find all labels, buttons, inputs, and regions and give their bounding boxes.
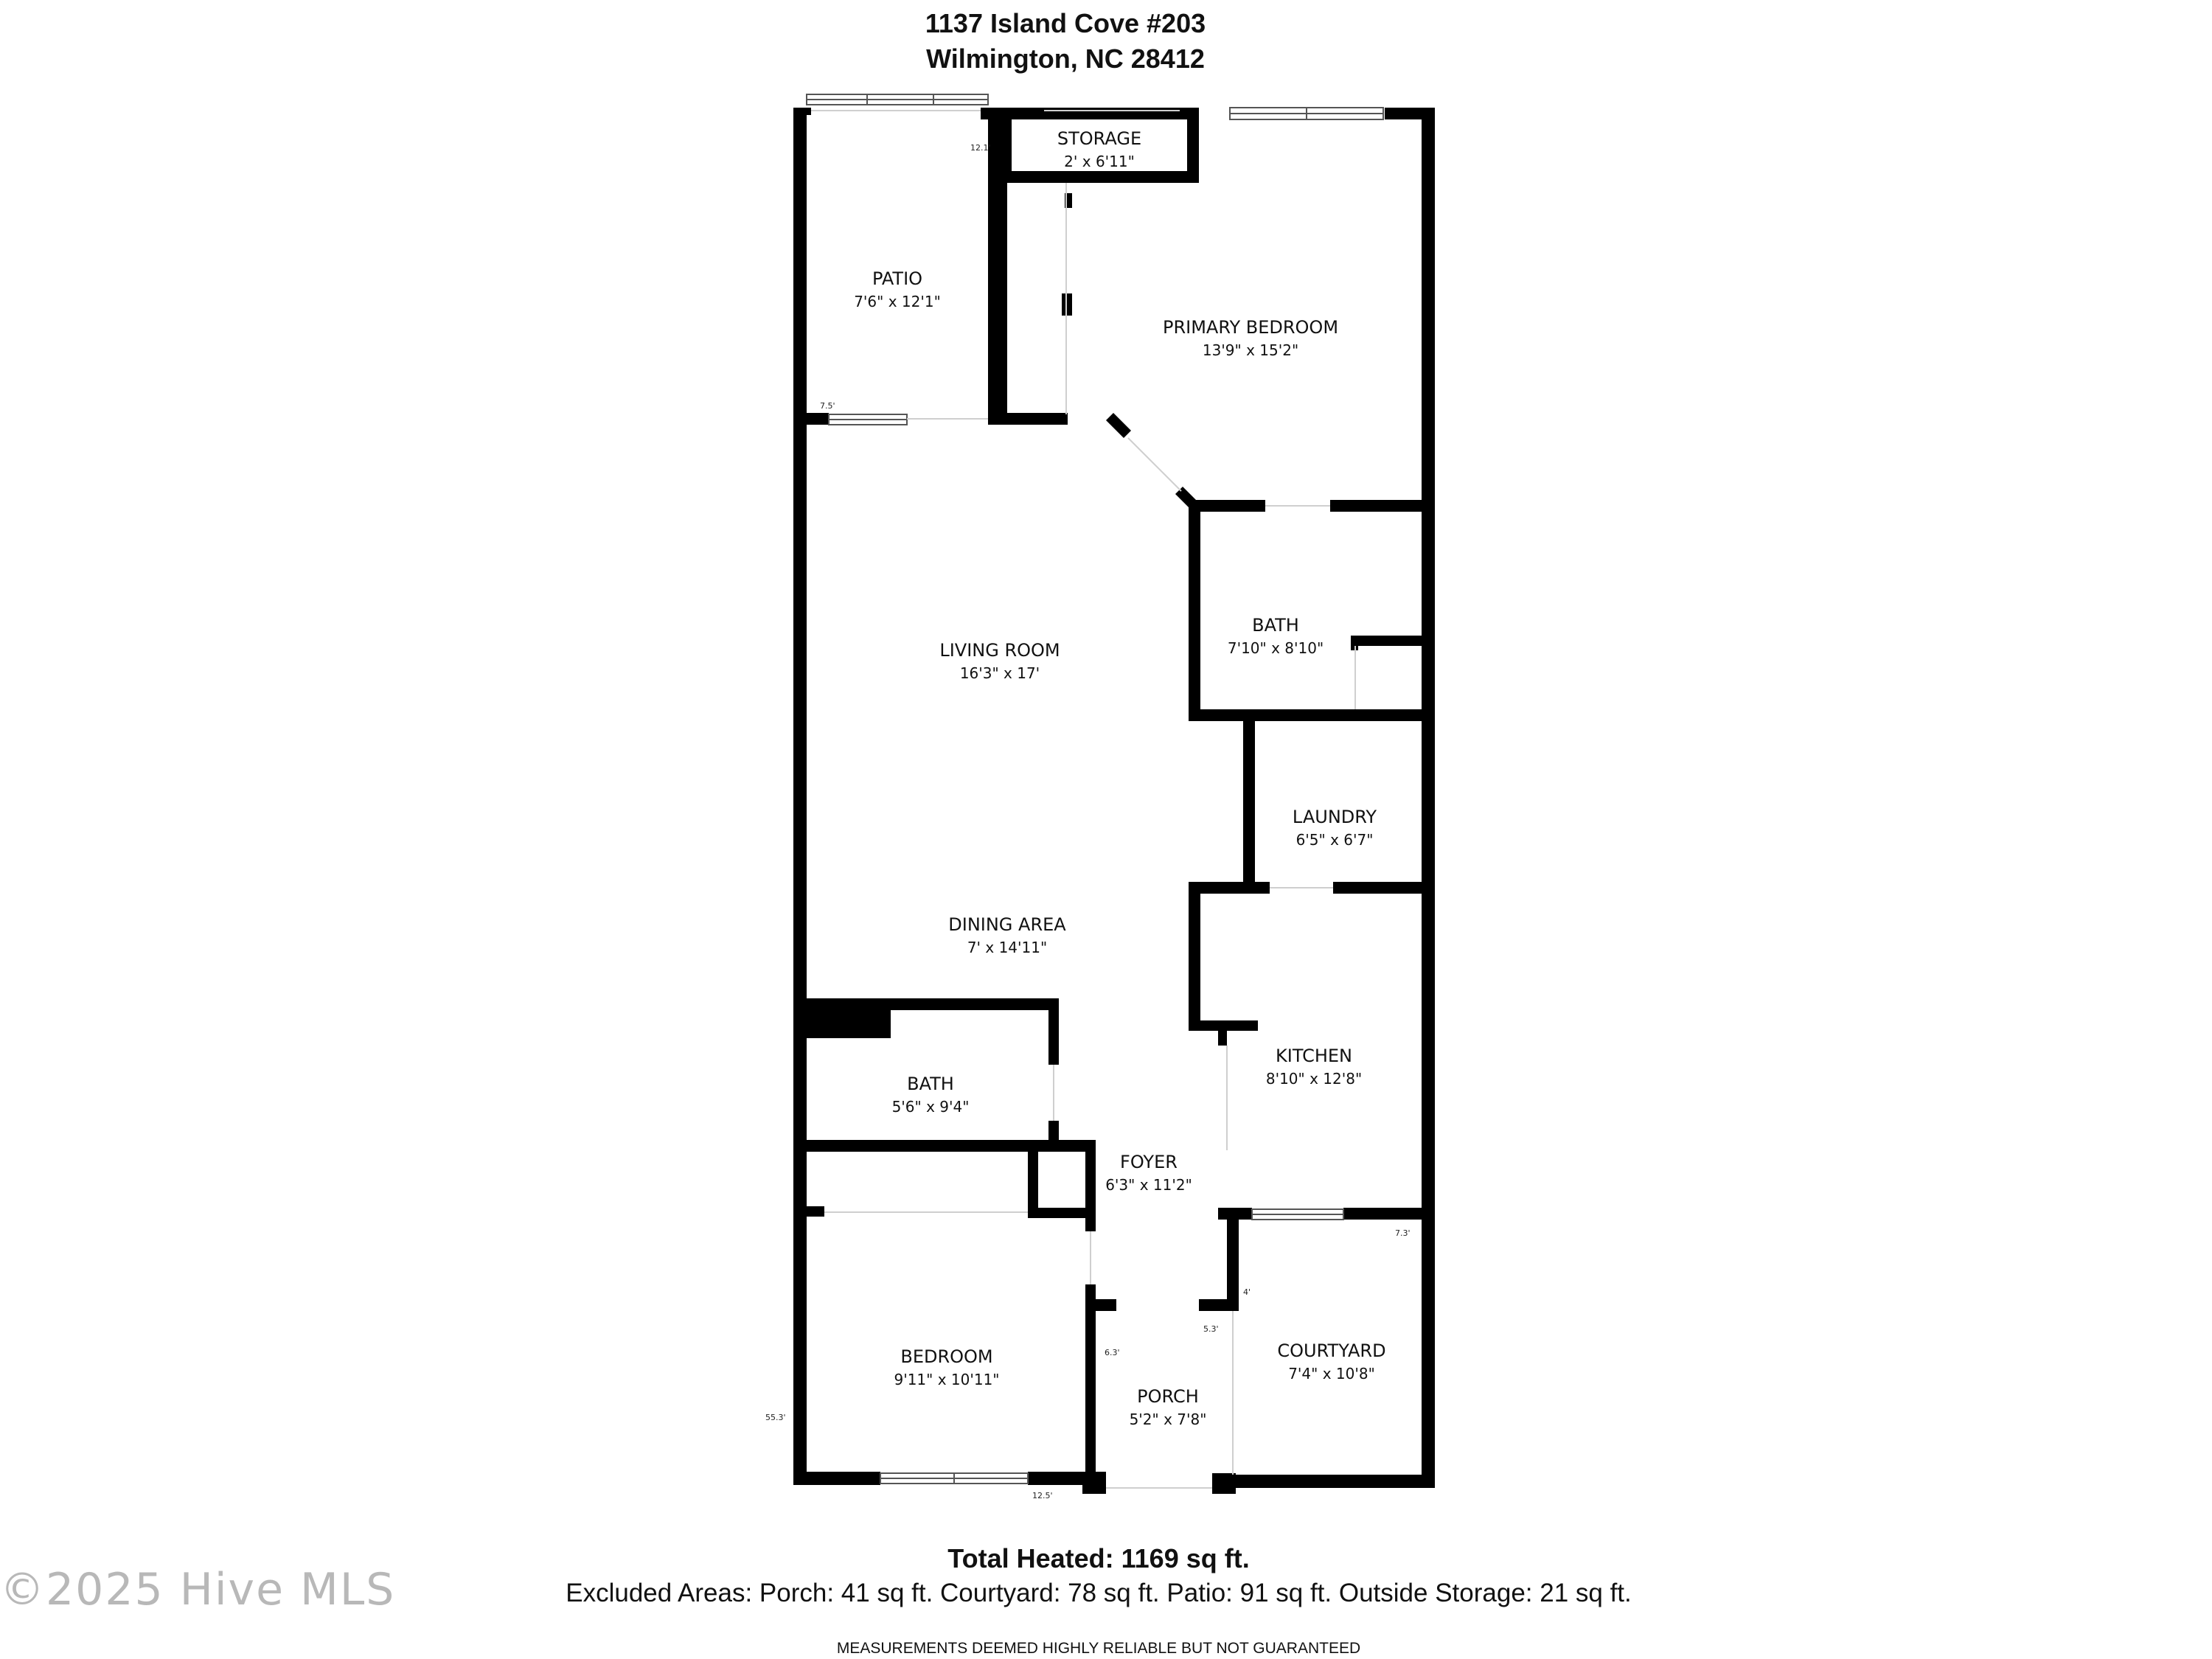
courtyard-dims: 7'4" x 10'8"	[1288, 1365, 1375, 1382]
wall-storage-left	[1000, 111, 1012, 183]
wall-laundry-left	[1243, 715, 1255, 889]
wall-kitchen-ledge	[1189, 1020, 1258, 1031]
wall-bottom-mid	[1028, 1472, 1097, 1485]
dining-area-dims: 7' x 14'11"	[967, 939, 1047, 956]
patio-name: PATIO	[872, 268, 922, 289]
kitchen-dims: 8'10" x 12'8"	[1266, 1070, 1362, 1088]
wall-hallbath-right-top	[1048, 998, 1059, 1065]
wall-kitchen-bottom-right	[1343, 1208, 1435, 1220]
measure-patio-width: 7.5'	[820, 401, 835, 411]
wall-patio-bottom-left	[793, 413, 829, 425]
measure-porch-notch: 5.3'	[1203, 1324, 1219, 1334]
wall-porch-stub-left	[1096, 1299, 1116, 1311]
wall-closet-box-right	[1085, 1140, 1096, 1218]
wall-bottom-left	[793, 1472, 880, 1485]
bath-primary-dims: 7'10" x 8'10"	[1228, 639, 1324, 657]
wall-top-storage	[981, 108, 1199, 119]
measure-courtyard-notch: 4'	[1243, 1287, 1251, 1297]
wall-storage-bottom	[1000, 171, 1199, 183]
disclaimer: MEASUREMENTS DEEMED HIGHLY RELIABLE BUT …	[837, 1640, 1360, 1657]
primary-bedroom-dims: 13'9" x 15'2"	[1203, 341, 1298, 359]
measure-overall-length: 55.3'	[765, 1413, 786, 1422]
living-room-name: LIVING ROOM	[939, 640, 1060, 661]
wall-closet-stub	[1065, 193, 1072, 208]
windows	[806, 94, 1384, 1484]
courtyard-name: COURTYARD	[1277, 1340, 1385, 1361]
measure-patio-depth: 12.1'	[970, 143, 991, 153]
copyright-watermark: ©2025 Hive MLS	[0, 1564, 395, 1615]
wall-bath-shower-left	[1351, 636, 1358, 650]
wall-hallbath-fill	[793, 1001, 891, 1038]
address-line-1: 1137 Island Cove #203	[925, 8, 1206, 38]
wall-kitchen-right-stub	[1218, 1031, 1227, 1046]
foyer-name: FOYER	[1120, 1152, 1178, 1172]
wall-bath-bottom	[1189, 709, 1435, 721]
storage-dims: 2' x 6'11"	[1064, 153, 1135, 170]
wall-closet-box-left	[1028, 1152, 1038, 1218]
wall-closet-left	[1000, 183, 1007, 423]
wall-bath-left	[1189, 500, 1200, 720]
wall-bath-shower-top	[1351, 636, 1435, 646]
outer-walls	[793, 108, 1435, 1494]
wall-closet-box-bottom	[1028, 1208, 1096, 1218]
wall-kitchen-left	[1189, 882, 1200, 1029]
storage-name: STORAGE	[1057, 128, 1141, 149]
bath-hall-name: BATH	[907, 1074, 954, 1094]
bedroom-dims: 9'11" x 10'11"	[894, 1371, 999, 1388]
wall-hallbath-bottom	[793, 1140, 1093, 1152]
wall-bedroom-right-top	[1085, 1218, 1096, 1231]
laundry-name: LAUNDRY	[1293, 807, 1377, 827]
window-patio-door	[828, 414, 908, 425]
wall-laundry-bottom-left	[1189, 882, 1270, 894]
wall-bedroom-right	[1085, 1284, 1096, 1482]
kitchen-name: KITCHEN	[1276, 1046, 1352, 1066]
wall-courtyard-notch	[1199, 1299, 1239, 1311]
wall-bath-top-right	[1330, 500, 1435, 512]
wall-courtyard-left	[1227, 1214, 1239, 1305]
measure-porch-side: 6.3'	[1105, 1348, 1120, 1357]
foyer-dims: 6'3" x 11'2"	[1105, 1176, 1192, 1194]
openings	[811, 110, 1356, 1489]
wall-bedroom-top-left	[793, 1206, 824, 1217]
measure-bottom-width: 12.5'	[1032, 1491, 1053, 1500]
wall-left	[793, 108, 807, 1485]
wall-hallbath-right-bottom	[1048, 1121, 1059, 1146]
window-primary-top	[1229, 107, 1384, 120]
living-room-dims: 16'3" x 17'	[960, 664, 1040, 682]
address-line-2: Wilmington, NC 28412	[926, 44, 1205, 74]
excluded-areas: Excluded Areas: Porch: 41 sq ft. Courtya…	[566, 1579, 1632, 1607]
primary-bedroom-name: PRIMARY BEDROOM	[1163, 317, 1338, 338]
window-patio-top	[806, 94, 989, 105]
laundry-dims: 6'5" x 6'7"	[1296, 831, 1374, 849]
wall-porch-post-right	[1212, 1473, 1236, 1494]
wall-right	[1422, 108, 1435, 1488]
dining-area-name: DINING AREA	[948, 914, 1066, 935]
porch-dims: 5'2" x 7'8"	[1130, 1411, 1207, 1428]
window-kitchen-courtyard	[1251, 1208, 1344, 1220]
wall-patio-right	[988, 108, 1000, 423]
total-heated: Total Heated: 1169 sq ft.	[947, 1543, 1249, 1573]
wall-diagonal-top	[1106, 413, 1131, 438]
bath-primary-name: BATH	[1252, 615, 1299, 636]
porch-name: PORCH	[1137, 1386, 1199, 1407]
wall-bath-top-left	[1189, 500, 1265, 512]
wall-bottom-right	[1217, 1475, 1435, 1488]
wall-laundry-bottom-right	[1333, 882, 1435, 894]
measure-courtyard-width: 7.3'	[1395, 1228, 1411, 1238]
wall-storage-right	[1187, 111, 1199, 183]
interior-walls	[793, 108, 1435, 1482]
wall-patio-bottom-right	[988, 413, 1068, 425]
patio-dims: 7'6" x 12'1"	[854, 293, 941, 310]
bath-hall-dims: 5'6" x 9'4"	[892, 1098, 970, 1116]
window-bedroom-bottom	[880, 1472, 1029, 1484]
bedroom-name: BEDROOM	[900, 1346, 992, 1367]
